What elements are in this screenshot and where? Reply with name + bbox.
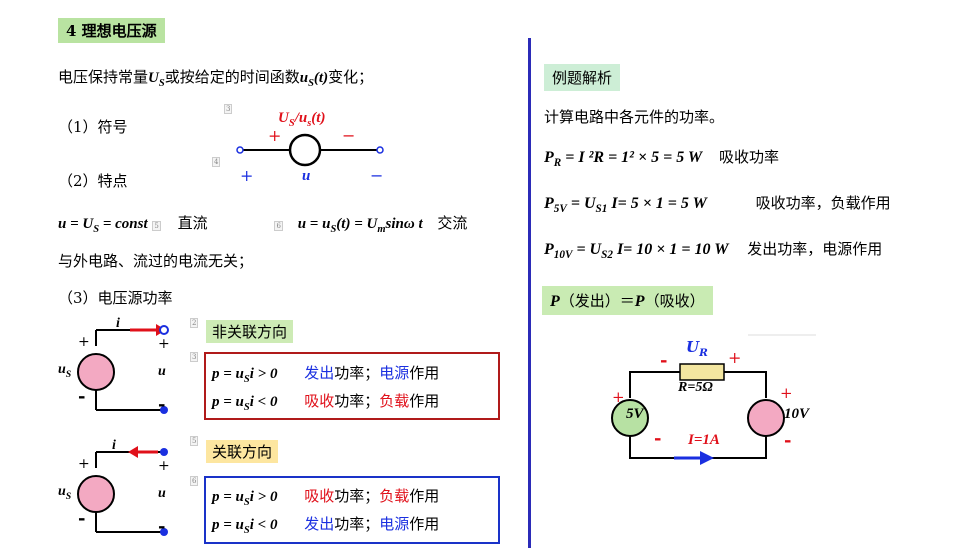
example-title: 例题解析 <box>544 64 621 91</box>
v5-label: 5V <box>626 406 644 422</box>
section-title: 4 理想电压源 <box>58 18 165 43</box>
ur-label: UR <box>686 338 708 359</box>
associated-tag: 关联方向 <box>206 440 279 463</box>
circuit-top-rule <box>748 334 816 336</box>
circuit2-minus-right: - <box>158 516 166 537</box>
box2-row1: p = uSi > 0 吸收功率；负载作用 <box>212 487 440 508</box>
circuit2-us: uS <box>58 484 72 502</box>
circuit1-us: uS <box>58 362 72 380</box>
circuit2-minus-left: - <box>78 508 86 529</box>
marker: 2 <box>190 318 199 328</box>
p10-line: P10V = US2 I= 10 × 1 = 10 W 发出功率，电源作用 <box>544 240 883 262</box>
circuit1-u: u <box>158 364 166 379</box>
ur-plus: + <box>728 348 742 367</box>
r-label: R=5Ω <box>678 380 713 395</box>
box2-row2: p = uSi < 0 发出功率；电源作用 <box>212 515 440 536</box>
box1-row1: p = uSi > 0 发出功率；电源作用 <box>212 364 440 385</box>
column-divider <box>528 38 531 548</box>
pr-line: PR = I ²R = 1² × 5 = 5 W 吸收功率 <box>544 148 779 170</box>
marker: 4 <box>212 157 221 167</box>
current-label: I=1A <box>688 432 720 448</box>
circuit-nonassociated <box>77 324 169 414</box>
symbol-u: u <box>302 168 311 184</box>
circuit1-plus-left: + <box>78 334 90 350</box>
dc-ac-line: u = US = const 5 直流 6 u = uS(t) = Umsinω… <box>58 214 468 235</box>
circuit1-plus-right: + <box>158 336 170 352</box>
power-balance: P（发出）＝P（吸收） <box>542 286 713 315</box>
marker: 3 <box>190 352 199 362</box>
circuit1-i: i <box>116 316 120 331</box>
nonassociated-tag: 非关联方向 <box>206 320 294 343</box>
marker: 3 <box>224 104 233 114</box>
circuit2-u: u <box>158 486 166 501</box>
symbol-plus-top: + <box>268 126 282 145</box>
example-task: 计算电路中各元件的功率。 <box>544 108 725 126</box>
circuit2-plus-left: + <box>78 456 90 472</box>
p5-line: P5V = US1 I= 5 × 1 = 5 W 吸收功率，负载作用 <box>544 194 891 216</box>
v10-label: 10V <box>784 406 810 422</box>
v10-minus: - <box>784 430 792 451</box>
symbol-minus-top: − <box>342 126 356 145</box>
marker: 5 <box>152 221 161 231</box>
circuit2-plus-right: + <box>158 458 170 474</box>
nonassociated-power-box <box>204 352 500 420</box>
power-heading: （3）电压源功率 <box>58 289 173 307</box>
symbol-label: US/us(t) <box>278 110 326 129</box>
independence-note: 与外电路、流过的电流无关； <box>58 252 254 270</box>
v10-plus: + <box>780 384 793 402</box>
dc-equation: u = US = const <box>58 216 148 235</box>
symbol-minus-bottom: − <box>370 166 384 185</box>
marker: 5 <box>190 436 199 446</box>
v5-plus: + <box>612 388 625 406</box>
circuit1-minus-right: - <box>158 394 166 415</box>
symbol-heading: （1）符号 <box>58 118 128 136</box>
example-circuit <box>611 363 785 465</box>
definition-line: 电压保持常量US或按给定的时间函数uS(t)变化； <box>58 68 374 89</box>
feature-heading: （2）特点 <box>58 172 128 190</box>
v5-minus: - <box>654 428 662 449</box>
circuit-associated <box>77 446 168 536</box>
circuit2-i: i <box>112 438 116 453</box>
voltage-source-symbol <box>236 133 384 167</box>
associated-power-box <box>204 476 500 544</box>
marker: 6 <box>274 221 283 231</box>
ac-equation: u = uS(t) = Umsinω t <box>297 216 423 235</box>
box1-row2: p = uSi < 0 吸收功率；负载作用 <box>212 392 440 413</box>
marker: 6 <box>190 476 199 486</box>
ur-minus: - <box>660 350 668 371</box>
circuit1-minus-left: - <box>78 386 86 407</box>
symbol-plus-bottom: + <box>240 166 254 185</box>
